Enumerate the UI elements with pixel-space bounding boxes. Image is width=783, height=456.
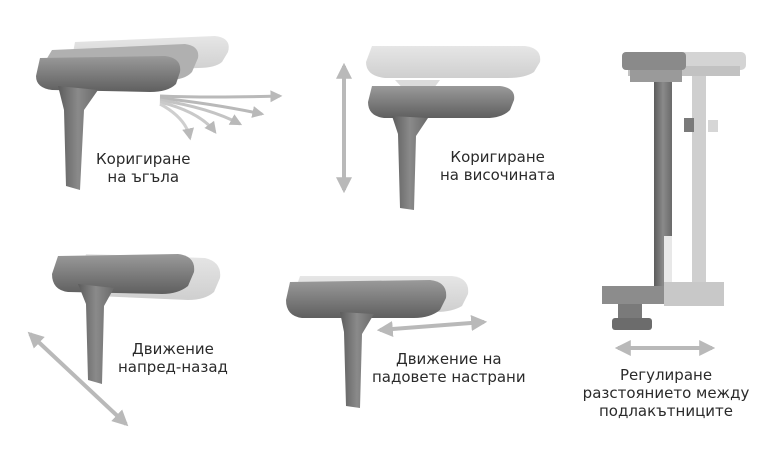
caption-line: на ъгъла: [107, 168, 180, 186]
caption-line: подлакътниците: [598, 402, 733, 420]
caption-forward-backward: Движение напред-назад: [118, 340, 228, 376]
armrest-lateral-illustration: [286, 276, 488, 408]
caption-height-adjustment: Коригиране на височината: [440, 148, 555, 184]
armrest-height-illustration: [336, 46, 541, 210]
caption-line: разстоянието между: [582, 384, 750, 402]
caption-line: Движение на: [396, 350, 502, 368]
caption-line: Коригиране: [96, 150, 191, 168]
caption-line: падовете настрани: [372, 368, 526, 386]
caption-line: Коригиране: [450, 148, 545, 166]
caption-line: Движение: [132, 340, 214, 358]
armrest-angle-illustration: [36, 36, 283, 190]
caption-line: на височината: [440, 166, 556, 184]
caption-angle-adjustment: Коригиране на ъгъла: [96, 150, 190, 186]
armrest-width-illustration: [602, 52, 746, 356]
caption-line: напред-назад: [118, 358, 228, 376]
caption-width-adjustment: Регулиране разстоянието между подлакътни…: [576, 366, 756, 420]
armrest-forward-illustration: [27, 254, 221, 427]
caption-lateral-movement: Движение на падовете настрани: [372, 350, 526, 386]
caption-line: Регулиране: [619, 366, 713, 384]
